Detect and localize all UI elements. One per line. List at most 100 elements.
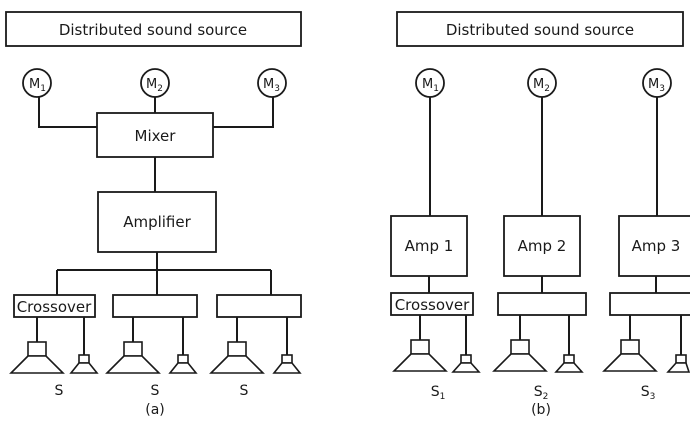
svg-text:S: S: [240, 383, 249, 399]
mic-a1-label: M: [29, 77, 40, 92]
mic-a3-circle: [257, 68, 287, 98]
tweeter-b2-cone: [554, 362, 584, 373]
woofer-b2-magnet: [510, 339, 530, 355]
mic-b2: M2: [527, 68, 557, 98]
svg-text:M2: M2: [146, 77, 163, 94]
tweeter-a1-cone: [69, 362, 99, 374]
mic-a2-circle: [140, 68, 170, 98]
svg-text:S3: S3: [641, 384, 656, 402]
tweeter-a2-magnet: [177, 354, 189, 364]
mic-a2-label: M: [146, 77, 157, 92]
crossover-a3: [216, 294, 302, 318]
speaker-a2: [105, 341, 198, 374]
speaker-a1: [9, 341, 99, 374]
mic-a1: M1: [22, 68, 52, 98]
woofer-b1-magnet: [410, 339, 430, 355]
speaker-b1-label: S: [431, 384, 440, 400]
mic-b1: M1: [415, 68, 445, 98]
svg-text:M3: M3: [263, 77, 280, 94]
woofer-a2-magnet: [123, 341, 143, 357]
wire-mic1-mixer: [38, 97, 97, 128]
source-box-a: [5, 11, 302, 47]
mic-b1-sub: 1: [433, 84, 439, 94]
speaker-b3-label: S: [641, 384, 650, 400]
caption-b: (b): [531, 402, 551, 418]
tweeter-b2-magnet: [563, 354, 575, 364]
tweeter-a2-cone: [168, 362, 198, 374]
source-label-b: Distributed sound source: [446, 21, 634, 39]
mic-a1-sub: 1: [40, 84, 46, 94]
crossover-b1-label: Crossover: [395, 296, 470, 314]
speaker-b2-sub: 2: [543, 392, 549, 402]
mic-a3: M3: [257, 68, 287, 98]
mic-b2-sub: 2: [544, 84, 550, 94]
speaker-a2-label: S: [151, 383, 160, 399]
tweeter-a3-cone: [272, 362, 302, 374]
amp-b2-box: [503, 215, 581, 277]
speaker-b1: [392, 339, 481, 373]
woofer-a2-cone: [105, 355, 161, 374]
tweeter-b3-magnet: [675, 354, 687, 364]
svg-text:S2: S2: [534, 384, 549, 402]
svg-text:M2: M2: [533, 77, 550, 94]
mic-b3-label: M: [648, 77, 659, 92]
mic-a1-circle: [22, 68, 52, 98]
mic-a2: M2: [140, 68, 170, 98]
diagram-a: Distributed sound source M1 M2 M3 Mixer …: [5, 11, 302, 418]
crossover-a1-label: Crossover: [17, 298, 92, 316]
source-box-b: [396, 11, 684, 47]
woofer-b1-cone: [392, 353, 448, 372]
diagram-b: Distributed sound source M1 M2 M3 Amp 1 …: [390, 11, 690, 418]
svg-text:S: S: [55, 383, 64, 399]
mixer-box: [96, 112, 214, 158]
mic-b2-circle: [527, 68, 557, 98]
tweeter-b3-cone: [666, 362, 690, 373]
svg-text:M3: M3: [648, 77, 665, 94]
source-label-a: Distributed sound source: [59, 21, 247, 39]
crossover-a1: [13, 294, 96, 318]
mixer-label: Mixer: [135, 127, 177, 145]
speaker-a3-label: S: [240, 383, 249, 399]
crossover-b2: [497, 292, 587, 316]
mic-a3-label: M: [263, 77, 274, 92]
mic-b3-circle: [642, 68, 672, 98]
mic-b1-label: M: [422, 77, 433, 92]
crossover-a2: [112, 294, 198, 318]
speaker-b1-sub: 1: [440, 392, 446, 402]
svg-text:M1: M1: [422, 77, 439, 94]
amp-b3-box: [618, 215, 690, 277]
speaker-b3: [602, 339, 690, 373]
speaker-a3: [209, 341, 302, 374]
speaker-b2: [492, 339, 584, 373]
mic-b1-circle: [415, 68, 445, 98]
caption-a: (a): [145, 402, 165, 418]
amplifier-label: Amplifier: [123, 213, 191, 231]
tweeter-b1-magnet: [460, 354, 472, 364]
woofer-b3-cone: [602, 353, 658, 372]
amp-b1-box: [390, 215, 468, 277]
crossover-b1: [390, 292, 474, 316]
svg-text:S: S: [151, 383, 160, 399]
mic-a2-sub: 2: [157, 84, 163, 94]
amp-b1-label: Amp 1: [405, 237, 454, 255]
svg-text:M1: M1: [29, 77, 46, 94]
speaker-b2-label: S: [534, 384, 543, 400]
speaker-a1-label: S: [55, 383, 64, 399]
tweeter-a1-magnet: [78, 354, 90, 364]
tweeter-a3-magnet: [281, 354, 293, 364]
woofer-a1-magnet: [27, 341, 47, 357]
mic-b2-label: M: [533, 77, 544, 92]
wire-mic3-mixer: [213, 97, 274, 128]
amp-b2-label: Amp 2: [518, 237, 567, 255]
crossover-b3: [609, 292, 690, 316]
mic-b3-sub: 3: [659, 84, 665, 94]
woofer-b2-cone: [492, 353, 548, 372]
mic-b3: M3: [642, 68, 672, 98]
mic-a3-sub: 3: [274, 84, 280, 94]
woofer-a3-cone: [209, 355, 265, 374]
amplifier-box: [97, 191, 217, 253]
svg-text:S1: S1: [431, 384, 446, 402]
amp-b3-label: Amp 3: [632, 237, 681, 255]
